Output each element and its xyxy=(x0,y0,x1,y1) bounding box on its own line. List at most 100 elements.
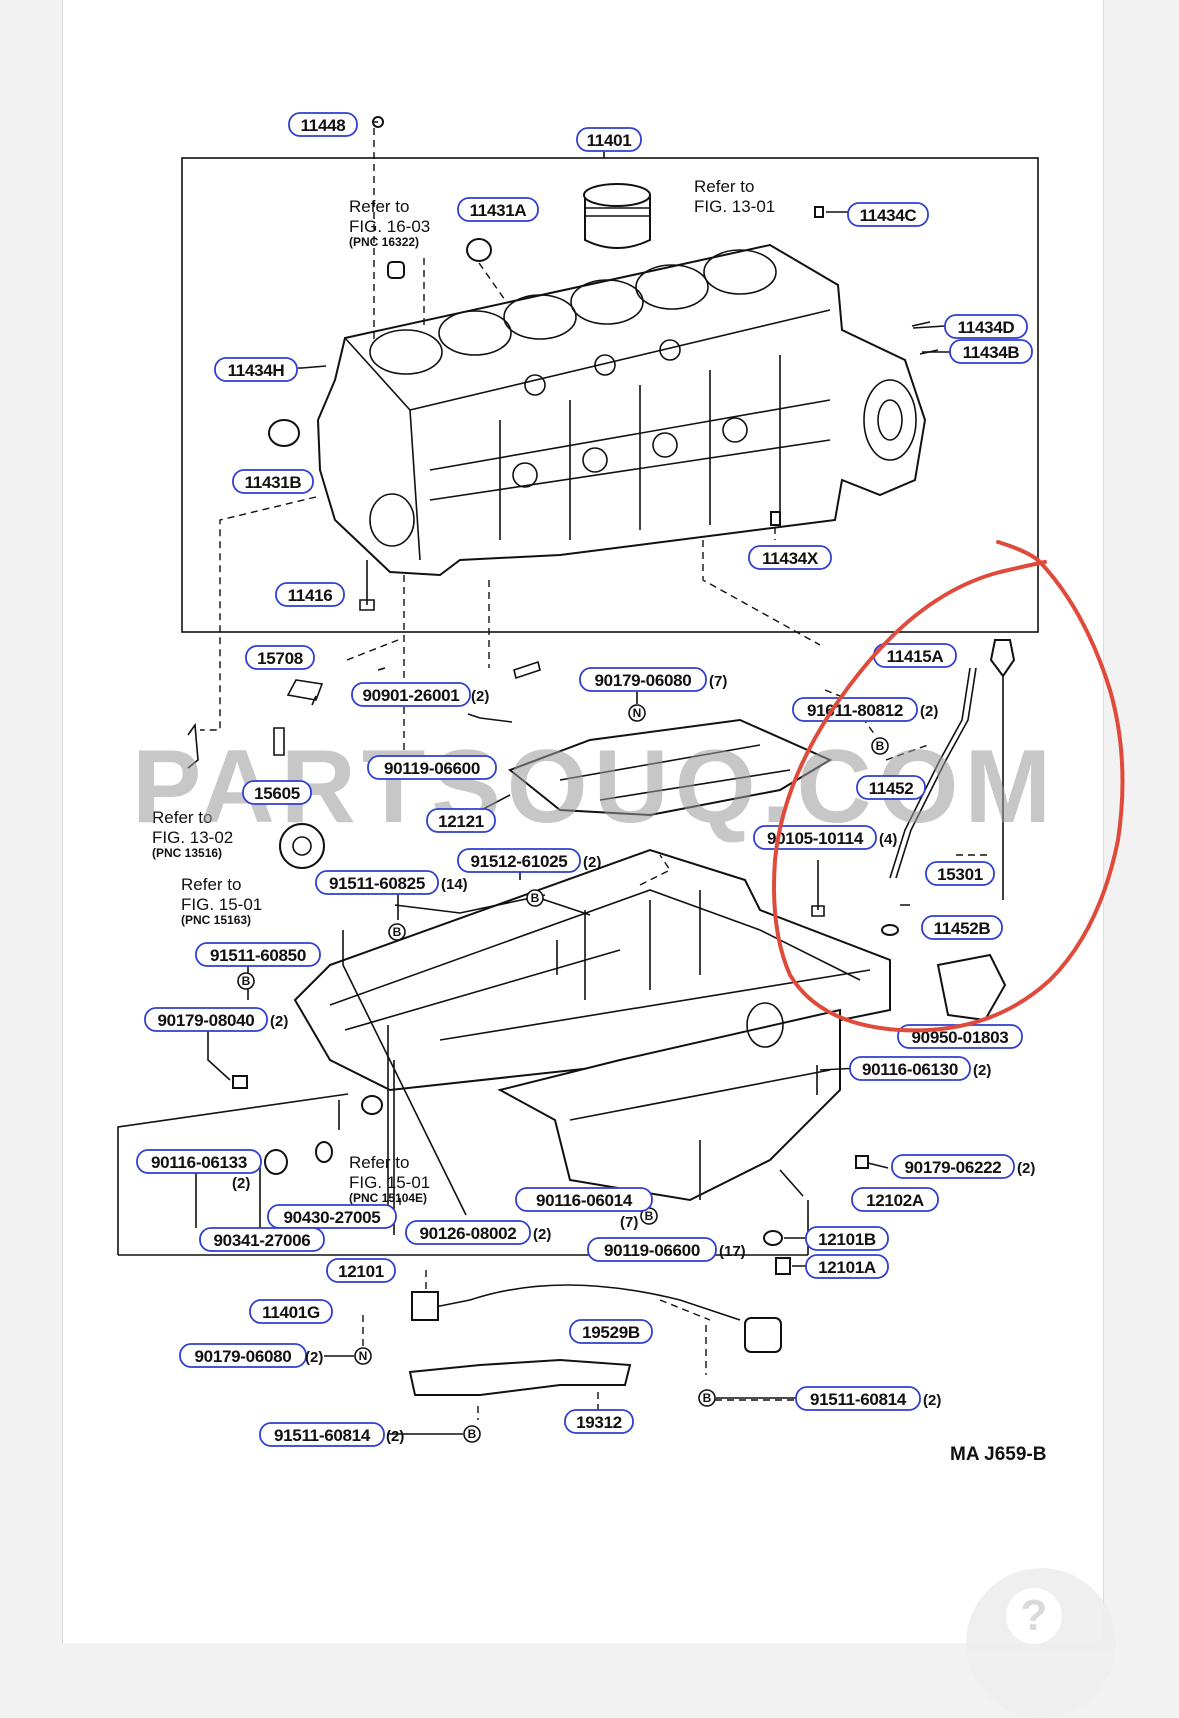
svg-text:91511-60814: 91511-60814 xyxy=(274,1426,371,1445)
qty-91511-60814-left: (2) xyxy=(386,1428,404,1445)
part-label-11401g[interactable]: 11401G xyxy=(249,1299,333,1324)
svg-text:90901-26001: 90901-26001 xyxy=(363,686,460,705)
part-label-11434h[interactable]: 11434H xyxy=(214,357,298,382)
qty-90116-06014: (7) xyxy=(620,1214,638,1231)
part-label-11401[interactable]: 11401 xyxy=(576,127,642,152)
oil-pan-illustration xyxy=(293,848,891,1202)
part-label-91511-60825[interactable]: 91511-60825 xyxy=(315,870,439,895)
svg-text:19312: 19312 xyxy=(576,1413,622,1432)
svg-text:B: B xyxy=(242,974,251,988)
symbol-b-7: B xyxy=(463,1425,481,1443)
part-label-90116-06130[interactable]: 90116-06130 xyxy=(849,1056,971,1081)
part-label-12121[interactable]: 12121 xyxy=(426,808,496,833)
part-label-91511-60814-left[interactable]: 91511-60814 xyxy=(259,1422,385,1447)
connector-illustration xyxy=(744,1317,782,1353)
bolt-11416-illustration xyxy=(359,560,375,611)
qty-90179-06222: (2) xyxy=(1017,1160,1035,1177)
qty-90119-06600-bottom: (17) xyxy=(719,1243,746,1260)
part-label-11434c[interactable]: 11434C xyxy=(847,202,929,227)
svg-text:(PNC 13516): (PNC 13516) xyxy=(152,846,222,860)
part-label-12101[interactable]: 12101 xyxy=(326,1258,396,1283)
part-label-12101b[interactable]: 12101B xyxy=(805,1226,889,1251)
qty-91511-60825: (14) xyxy=(441,876,468,893)
part-label-19529b[interactable]: 19529B xyxy=(569,1319,653,1344)
pin-11434c-illustration xyxy=(814,206,824,218)
part-label-90341-27006[interactable]: 90341-27006 xyxy=(199,1227,325,1252)
part-label-11431a[interactable]: 11431A xyxy=(457,197,539,222)
part-label-11415a[interactable]: 11415A xyxy=(873,643,957,668)
part-label-90119-06600-top[interactable]: 90119-06600 xyxy=(367,755,497,780)
bolt-90105-illustration xyxy=(811,860,825,917)
part-label-90179-06222[interactable]: 90179-06222 xyxy=(891,1154,1015,1179)
part-label-11452[interactable]: 11452 xyxy=(856,775,926,800)
part-label-91512-61025[interactable]: 91512-61025 xyxy=(457,848,581,873)
qty-90116-06130: (2) xyxy=(973,1062,991,1079)
svg-text:11434B: 11434B xyxy=(963,343,1020,362)
qty-90179-06080-top: (7) xyxy=(709,673,727,690)
reference-fig-13-01: Refer to FIG. 13-01 xyxy=(694,177,775,216)
svg-text:90116-06133: 90116-06133 xyxy=(151,1153,247,1172)
part-label-11434b[interactable]: 11434B xyxy=(949,339,1033,364)
svg-text:11431A: 11431A xyxy=(470,201,527,220)
part-label-91511-60850[interactable]: 91511-60850 xyxy=(195,942,321,967)
part-label-90179-06080-bottom[interactable]: 90179-06080 xyxy=(179,1343,307,1368)
part-label-90901-26001[interactable]: 90901-26001 xyxy=(351,682,471,707)
part-label-19312[interactable]: 19312 xyxy=(564,1409,634,1434)
svg-text:90341-27006: 90341-27006 xyxy=(214,1231,311,1250)
part-label-12101a[interactable]: 12101A xyxy=(805,1254,889,1279)
svg-text:(PNC 16322): (PNC 16322) xyxy=(349,235,419,249)
qty-91511-60814-right: (2) xyxy=(923,1392,941,1409)
part-label-11448[interactable]: 11448 xyxy=(288,112,358,137)
symbol-n-2: N xyxy=(354,1347,372,1365)
dipstick-handle-15301 xyxy=(989,639,1016,678)
svg-text:91511-60814: 91511-60814 xyxy=(810,1390,907,1409)
svg-text:N: N xyxy=(633,706,642,720)
red-annotation-circle xyxy=(772,540,1125,1033)
part-label-90126-08002[interactable]: 90126-08002 xyxy=(405,1220,531,1245)
part-label-90116-06014[interactable]: 90116-06014 xyxy=(515,1187,653,1212)
svg-text:FIG. 15-01: FIG. 15-01 xyxy=(181,895,262,914)
svg-text:Refer to: Refer to xyxy=(694,177,754,196)
sensor-11401g-illustration xyxy=(411,1291,439,1321)
svg-text:11452: 11452 xyxy=(869,779,914,798)
part-label-12102a[interactable]: 12102A xyxy=(851,1187,939,1212)
svg-text:90105-10114: 90105-10114 xyxy=(767,829,864,848)
svg-text:Refer to: Refer to xyxy=(181,875,241,894)
help-button[interactable]: ? xyxy=(966,1568,1116,1718)
part-label-15301[interactable]: 15301 xyxy=(925,861,995,886)
svg-text:90179-06222: 90179-06222 xyxy=(905,1158,1002,1177)
part-label-11434d[interactable]: 11434D xyxy=(944,314,1028,339)
part-label-90105-10114[interactable]: 90105-10114 xyxy=(753,825,877,850)
svg-text:19529B: 19529B xyxy=(582,1323,640,1342)
bracket-19312-illustration xyxy=(408,1358,632,1396)
part-label-11452b[interactable]: 11452B xyxy=(921,915,1003,940)
svg-text:B: B xyxy=(876,739,885,753)
svg-text:91511-60825: 91511-60825 xyxy=(329,874,425,893)
part-label-90179-06080-top[interactable]: 90179-06080 xyxy=(579,667,707,692)
baffle-plate-illustration xyxy=(508,718,833,817)
gasket-90430-illustration xyxy=(315,1141,333,1163)
svg-text:12101: 12101 xyxy=(338,1262,384,1281)
part-label-11434x[interactable]: 11434X xyxy=(748,545,832,570)
svg-text:11415A: 11415A xyxy=(887,647,944,666)
part-label-15605[interactable]: 15605 xyxy=(242,780,312,805)
part-label-90430-27005[interactable]: 90430-27005 xyxy=(267,1204,397,1229)
svg-text:11416: 11416 xyxy=(288,586,333,605)
symbol-b-4: B xyxy=(237,972,255,990)
part-label-91511-60814-right[interactable]: 91511-60814 xyxy=(795,1386,921,1411)
svg-text:11434C: 11434C xyxy=(860,206,917,225)
part-label-90179-08040[interactable]: 90179-08040 xyxy=(144,1007,268,1032)
bracket-15708-illustration xyxy=(286,679,324,706)
part-label-90119-06600-bottom[interactable]: 90119-06600 xyxy=(587,1237,717,1262)
svg-text:FIG. 13-02: FIG. 13-02 xyxy=(152,828,233,847)
part-label-15708[interactable]: 15708 xyxy=(245,645,315,670)
part-label-91611-80812[interactable]: 91611-80812 xyxy=(792,697,918,722)
part-label-90116-06133[interactable]: 90116-06133 xyxy=(136,1149,262,1174)
part-label-11431b[interactable]: 11431B xyxy=(232,469,314,494)
svg-text:15708: 15708 xyxy=(257,649,303,668)
qty-90901-26001: (2) xyxy=(471,688,489,705)
gasket-11452b-illustration xyxy=(881,924,899,936)
bolt-90179-08040-illustration xyxy=(232,1075,248,1089)
part-label-11416[interactable]: 11416 xyxy=(275,582,345,607)
part-label-90950-01803[interactable]: 90950-01803 xyxy=(897,1024,1023,1049)
